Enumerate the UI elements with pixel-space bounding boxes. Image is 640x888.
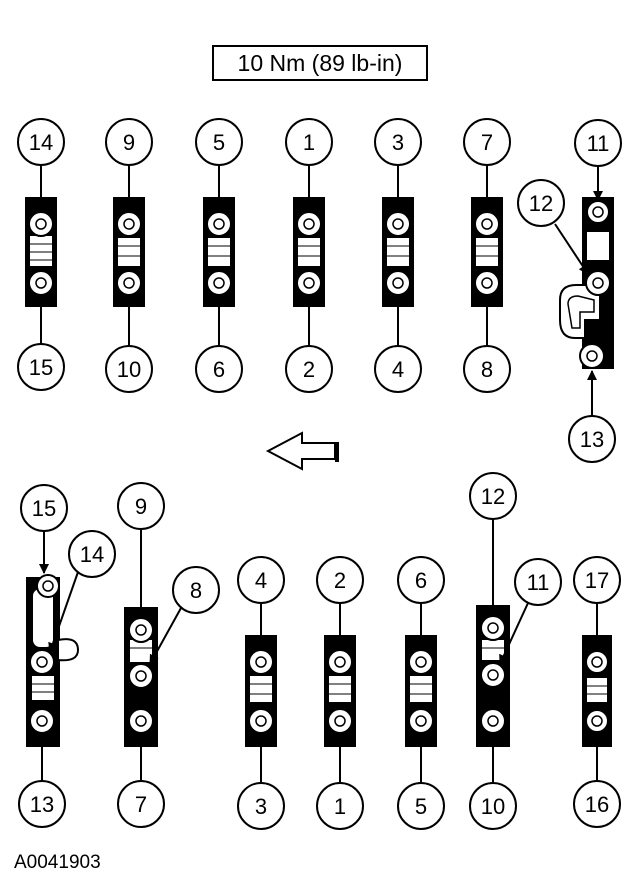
callout-number: 5 [415,794,427,819]
callout-circle: 11 [574,119,622,167]
callout-number: 3 [255,794,267,819]
callout-number: 13 [580,427,604,452]
front-direction-arrow-icon [265,431,339,471]
callout-number: 8 [190,578,202,603]
callout-circle: 6 [195,345,243,393]
callout-circle: 12 [517,179,565,227]
lower-arrows [37,519,602,783]
bearing-cap-end [26,574,80,747]
callout-circle: 1 [316,782,364,830]
callout-circle: 7 [463,118,511,166]
callout-number: 9 [123,130,135,155]
callout-circle: 13 [568,415,616,463]
callout-circle: 14 [68,530,116,578]
callout-circle: 11 [514,558,562,606]
callout-circle: 4 [237,556,285,604]
bearing-cap [25,197,57,307]
callout-circle: 12 [469,472,517,520]
callout-number: 15 [29,355,53,380]
callout-circle: 9 [117,482,165,530]
bearing-cap [124,607,158,747]
callout-number: 12 [529,191,553,216]
callout-number: 11 [527,570,550,595]
callout-number: 7 [135,792,147,817]
bearing-cap-end [559,197,614,369]
upper-top-callouts: 14 9 5 1 3 7 11 [17,118,622,167]
callout-circle: 1 [285,118,333,166]
callout-number: 9 [135,494,147,519]
callout-circle: 16 [573,780,621,828]
figure-id: A0041903 [14,852,101,873]
torque-spec-label: 10 Nm (89 lb-in) [212,45,428,81]
callout-circle: 9 [105,118,153,166]
callout-number: 4 [255,568,267,593]
bearing-cap [324,635,356,747]
callout-number: 12 [481,484,505,509]
callout-circle: 5 [195,118,243,166]
callout-circle: 3 [374,118,422,166]
callout-number: 14 [80,542,104,567]
upper-bottom-callouts: 15 10 6 2 4 8 13 12 [17,179,616,463]
bearing-cap [405,635,437,747]
callout-number: 7 [481,130,493,155]
callout-number: 6 [415,568,427,593]
callout-circle: 10 [469,782,517,830]
callout-circle: 8 [172,566,220,614]
callout-circle: 13 [18,780,66,828]
callout-number: 14 [29,130,53,155]
callout-circle: 6 [397,556,445,604]
callout-number: 1 [334,794,346,819]
callout-number: 6 [213,357,225,382]
upper-bearing-caps [25,197,614,369]
callout-circle: 15 [20,484,68,532]
bearing-cap [382,197,414,307]
bearing-cap [471,197,503,307]
callout-circle: 8 [463,345,511,393]
callout-circle: 2 [285,345,333,393]
callout-number: 10 [117,357,141,382]
callout-number: 15 [32,496,56,521]
callout-number: 4 [392,357,404,382]
lower-bottom-callouts: 13 7 3 1 5 10 16 [18,780,621,830]
bearing-cap [203,197,235,307]
bearing-cap [113,197,145,307]
callout-number: 8 [481,357,493,382]
callout-number: 17 [585,568,609,593]
callout-circle: 15 [17,343,65,391]
callout-number: 10 [481,794,505,819]
callout-number: 2 [334,568,346,593]
callout-number: 1 [303,130,315,155]
callout-circle: 17 [573,556,621,604]
callout-number: 5 [213,130,225,155]
callout-number: 3 [392,130,404,155]
upper-arrows [36,165,603,416]
callout-number: 2 [303,357,315,382]
bearing-cap [582,635,612,747]
lower-bearing-caps [26,574,612,747]
bearing-cap [245,635,277,747]
bearing-cap [476,605,510,747]
callout-circle: 4 [374,345,422,393]
callout-circle: 7 [117,780,165,828]
lower-top-callouts: 15 9 4 2 6 12 17 14 8 11 [20,472,621,614]
callout-number: 13 [30,792,54,817]
bearing-cap [293,197,325,307]
callout-circle: 10 [105,345,153,393]
callout-circle: 14 [17,118,65,166]
callout-circle: 5 [397,782,445,830]
callout-number: 11 [587,131,610,156]
callout-circle: 2 [316,556,364,604]
callout-number: 16 [585,792,609,817]
callout-circle: 3 [237,782,285,830]
